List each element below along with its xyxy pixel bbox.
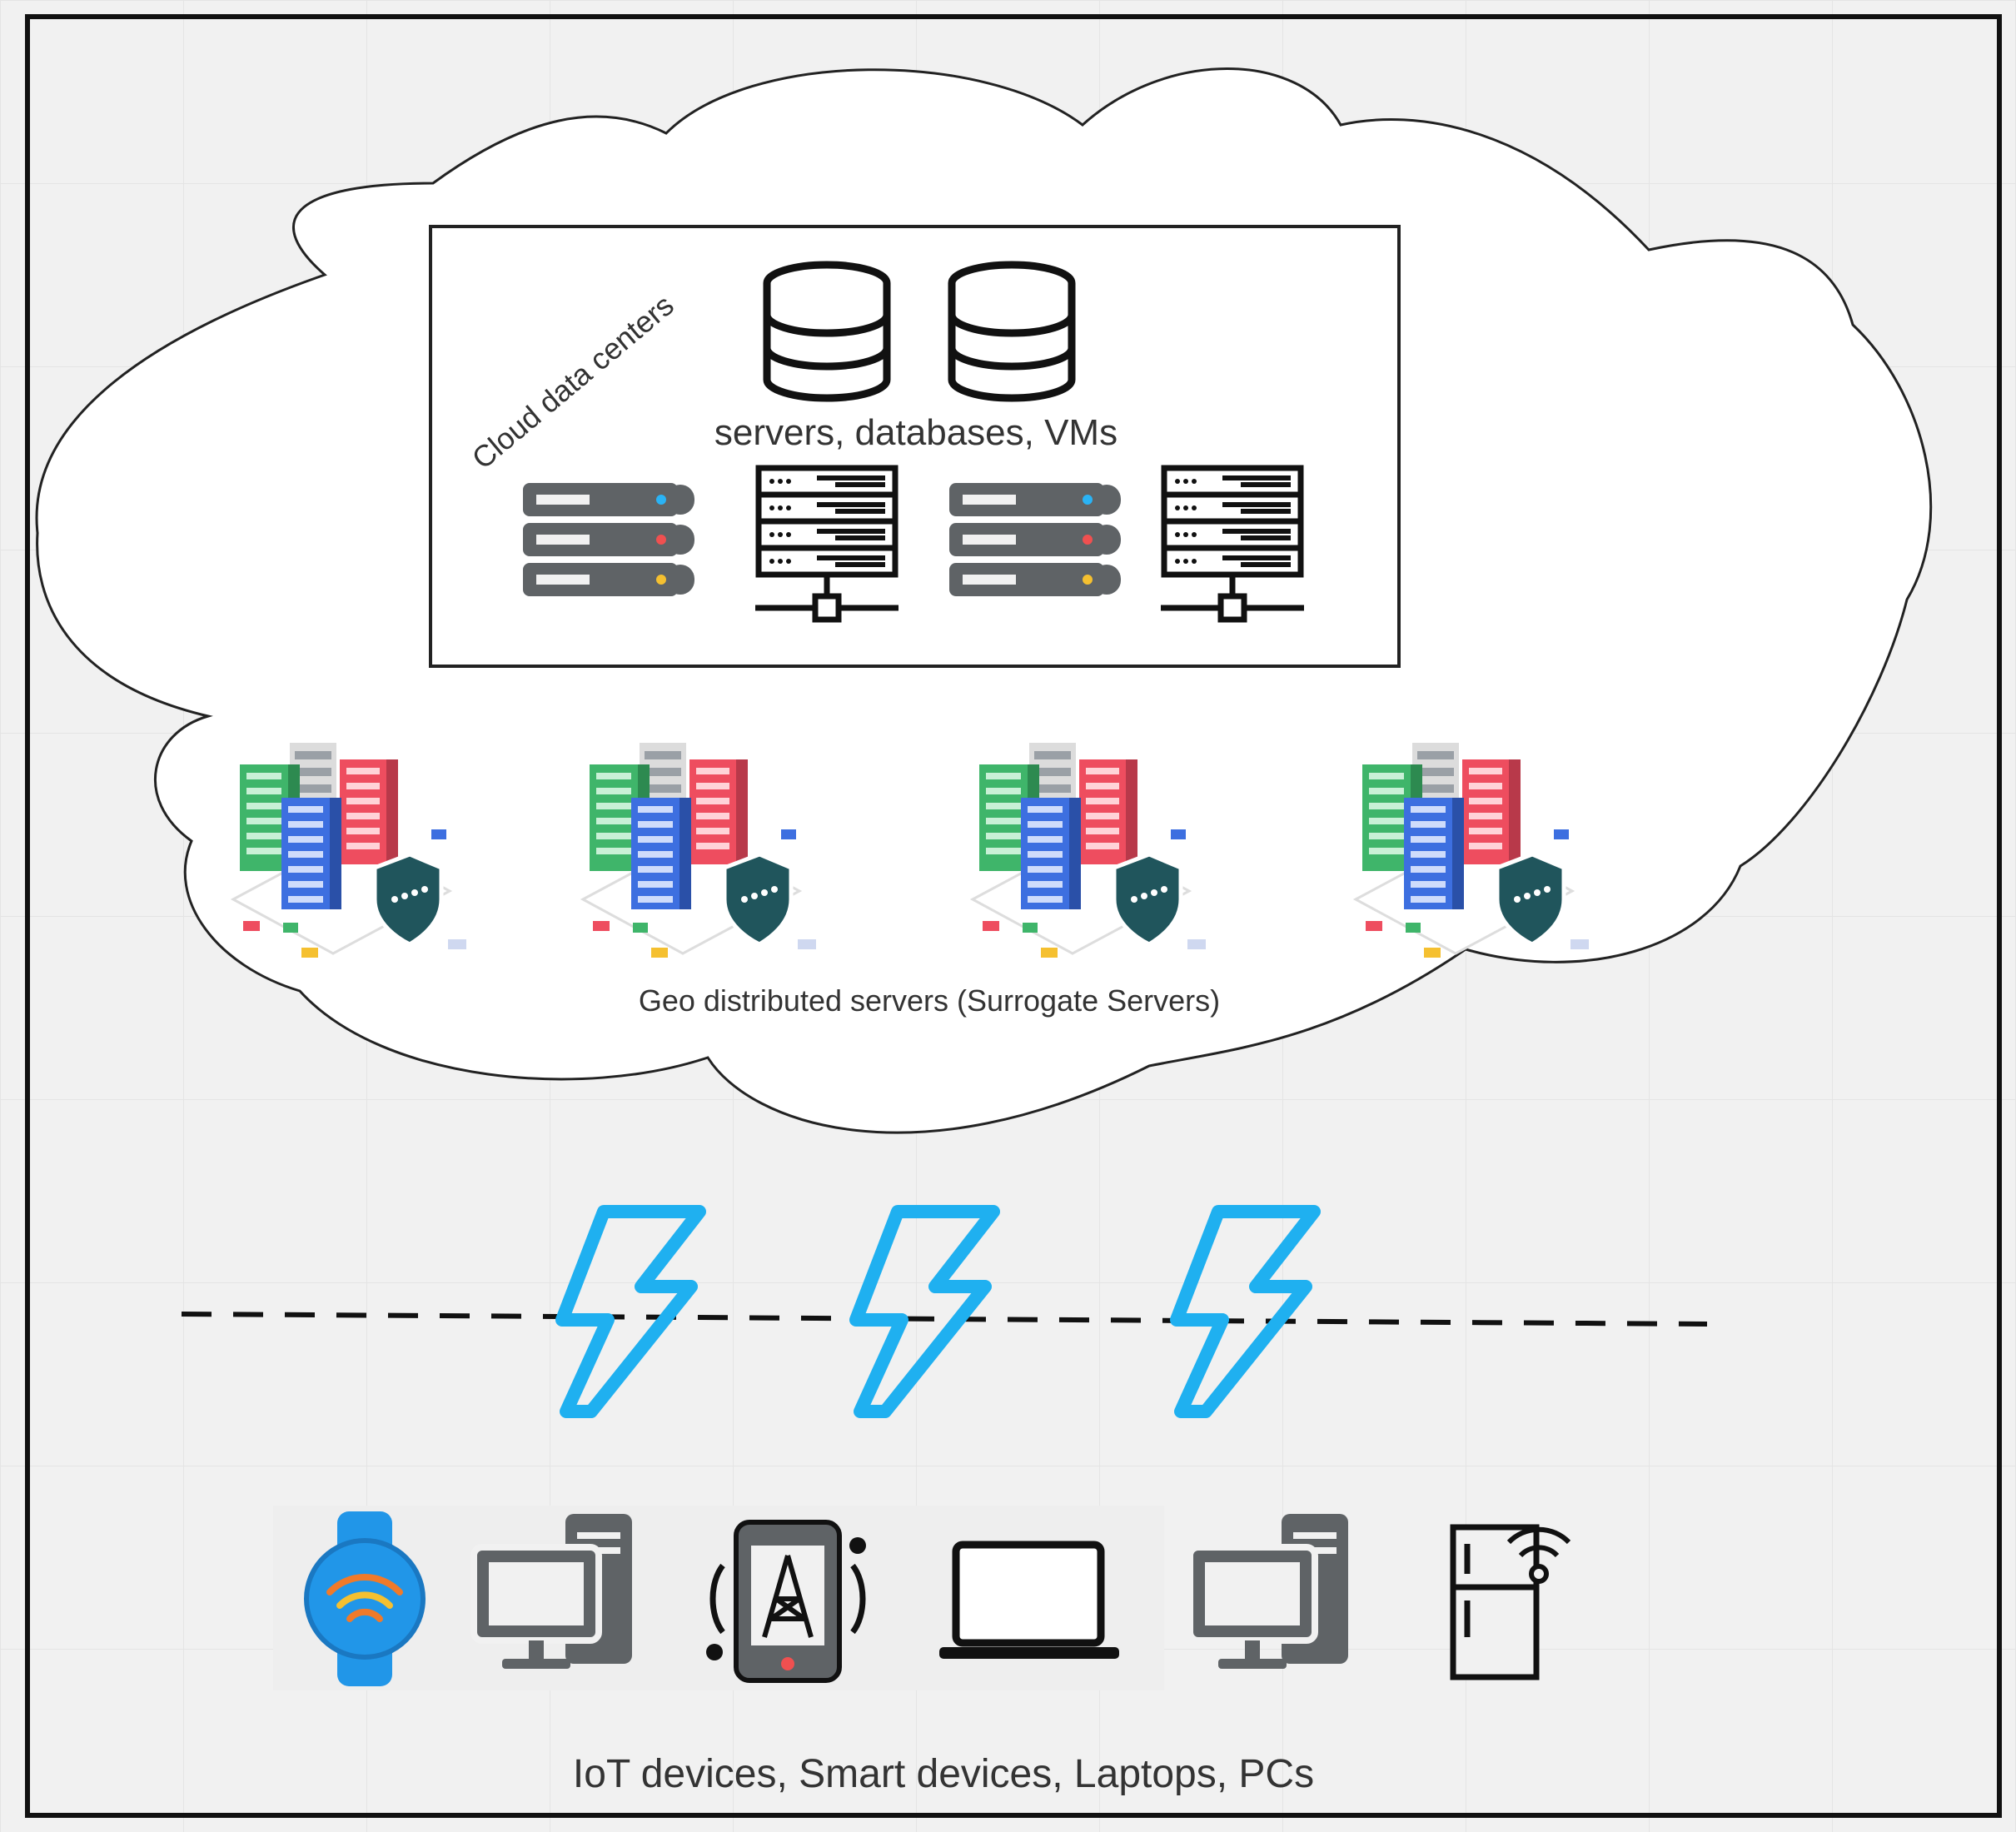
server-stack-icon: [523, 483, 694, 596]
devices-label: IoT devices, Smart devices, Laptops, PCs: [573, 1752, 1314, 1796]
smart-fridge-icon: [1450, 1524, 1571, 1680]
database-icon: [952, 265, 1072, 398]
smartphone-icon: [706, 1520, 866, 1683]
smartwatch-icon: [304, 1511, 426, 1686]
datacenter-box: [429, 225, 1401, 668]
outer-frame: [25, 14, 2002, 1818]
laptop-icon: [939, 1541, 1119, 1659]
geo-servers-label: Geo distributed servers (Surrogate Serve…: [639, 983, 1220, 1018]
server-stack-icon: [949, 483, 1121, 596]
database-icon: [767, 265, 887, 398]
servers-databases-vms-label: servers, databases, VMs: [714, 412, 1118, 453]
